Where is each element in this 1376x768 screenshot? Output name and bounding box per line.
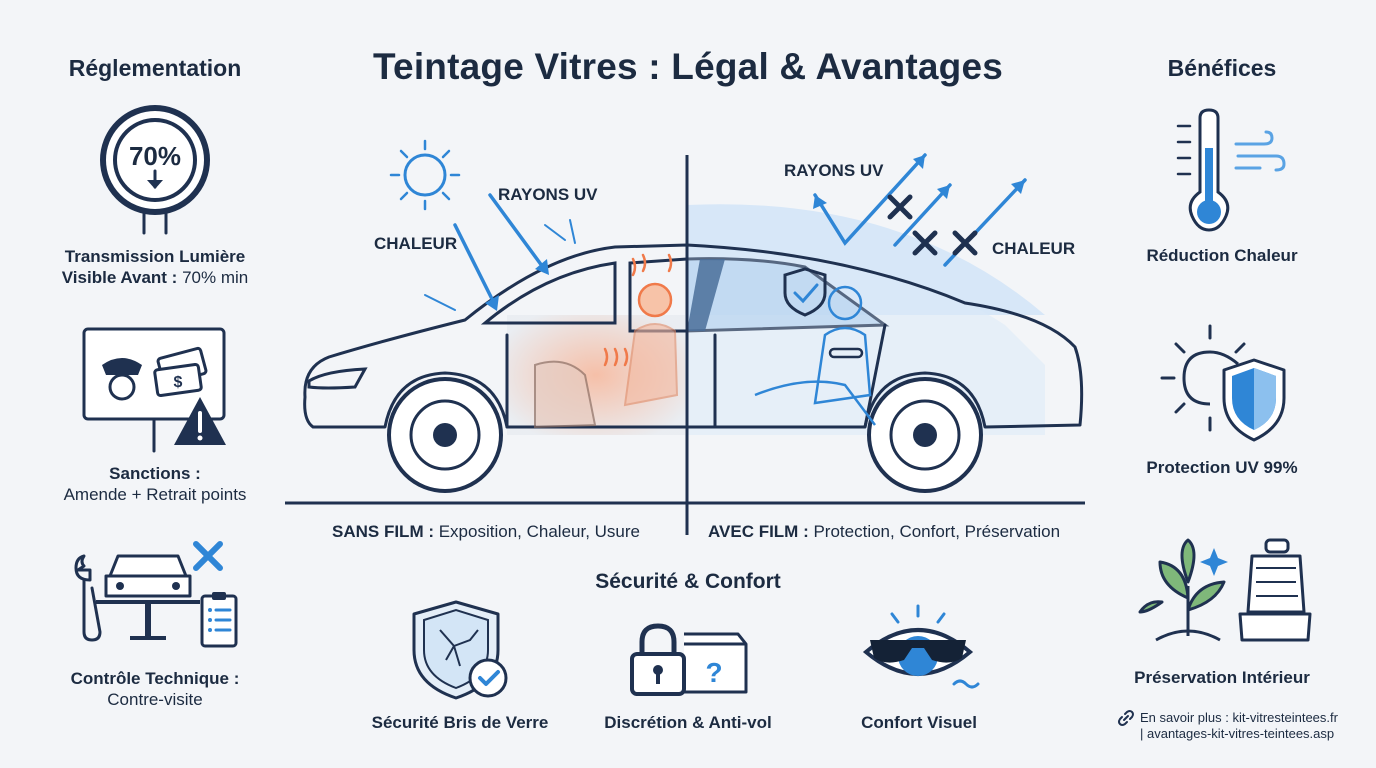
controle-label: Contrôle Technique : Contre-visite: [71, 668, 240, 710]
car-comparison-illustration: [285, 135, 1095, 535]
avec-film-caption: AVEC FILM : Protection, Confort, Préserv…: [708, 521, 1060, 542]
sans-film-caption: SANS FILM : Exposition, Chaleur, Usure: [332, 521, 640, 542]
padlock-box-icon: ?: [628, 622, 748, 698]
sign-value: 70%: [129, 141, 181, 171]
preservation-text: Préservation Intérieur: [1134, 668, 1310, 687]
left-heading: Réglementation: [68, 55, 242, 81]
avec-film-rest: Protection, Confort, Préservation: [808, 522, 1061, 541]
controle-detail: Contre-visite: [107, 690, 203, 709]
police-fine-warning-icon: $: [80, 325, 230, 455]
bris-verre-text: Sécurité Bris de Verre: [371, 713, 549, 732]
reduction-chaleur-label: Réduction Chaleur: [1146, 245, 1297, 266]
discretion-text: Discrétion & Anti-vol: [604, 713, 772, 732]
right-heat-label: CHALEUR: [992, 239, 1076, 258]
protection-uv-label: Protection UV 99%: [1146, 457, 1297, 478]
confort-visuel-text: Confort Visuel: [861, 713, 977, 732]
eye-sunglasses-icon: [862, 604, 982, 696]
controle-title: Contrôle Technique :: [70, 669, 240, 688]
transmission-line2-bold: Visible Avant :: [61, 268, 178, 287]
cracked-shield-check-icon: [410, 600, 510, 700]
svg-text:?: ?: [705, 657, 722, 688]
plant-seat-icon: [1138, 536, 1313, 656]
right-heading: Bénéfices: [1167, 55, 1277, 81]
left-heat-label: CHALEUR: [374, 234, 458, 253]
right-uv-label: RAYONS UV: [784, 161, 884, 180]
preservation-label: Préservation Intérieur: [1134, 667, 1310, 688]
sun-shield-icon: [1158, 322, 1288, 447]
bris-verre-label: Sécurité Bris de Verre: [372, 712, 549, 733]
svg-text:$: $: [174, 374, 183, 391]
avec-film-bold: AVEC FILM :: [708, 522, 809, 541]
sans-film-bold: SANS FILM :: [332, 522, 434, 541]
sanctions-label: Sanctions : Amende + Retrait points: [64, 463, 247, 505]
learn-more-line2[interactable]: | avantages-kit-vitres-teintees.asp: [1140, 726, 1335, 741]
reduction-chaleur-text: Réduction Chaleur: [1146, 246, 1298, 265]
inspection-lift-icon: [70, 540, 245, 650]
transmission-label: Transmission Lumière Visible Avant : 70%…: [62, 246, 248, 288]
sans-film-rest: Exposition, Chaleur, Usure: [434, 522, 640, 541]
speed-sign-icon: 70%: [100, 105, 212, 235]
page-title: Teintage Vitres : Légal & Avantages: [372, 46, 1004, 87]
learn-more-line1[interactable]: En savoir plus : kit-vitresteintees.fr: [1140, 710, 1338, 725]
sanctions-title: Sanctions :: [109, 464, 201, 483]
protection-uv-text: Protection UV 99%: [1146, 458, 1298, 477]
transmission-title: Transmission Lumière: [64, 247, 246, 266]
confort-visuel-label: Confort Visuel: [861, 712, 977, 733]
link-icon: [1118, 710, 1134, 726]
thermometer-icon: [1176, 108, 1286, 233]
sanctions-detail: Amende + Retrait points: [63, 485, 247, 504]
safety-heading: Sécurité & Confort: [595, 570, 781, 593]
discretion-label: Discrétion & Anti-vol: [604, 712, 772, 733]
left-uv-label: RAYONS UV: [498, 185, 598, 204]
transmission-line2-rest: 70% min: [177, 268, 249, 287]
learn-more-link[interactable]: En savoir plus : kit-vitresteintees.fr |…: [1140, 710, 1338, 742]
